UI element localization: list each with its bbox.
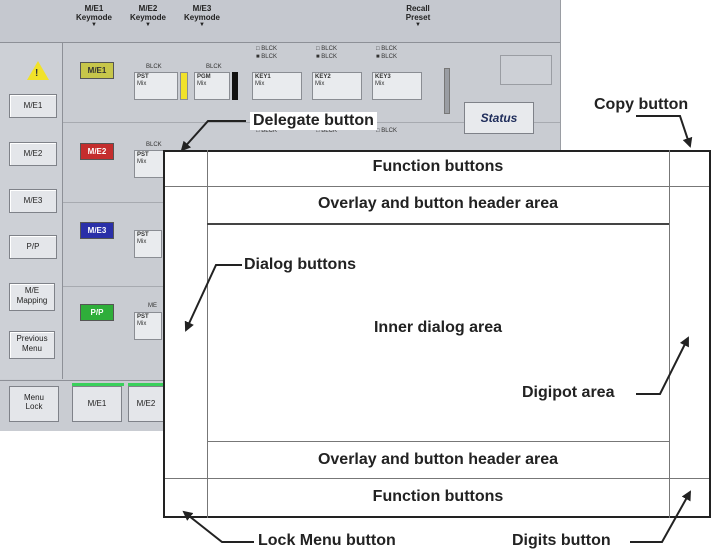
- active-indicator: [128, 383, 168, 386]
- me-label: ME: [148, 303, 157, 309]
- key-option[interactable]: □ BLCK: [316, 128, 337, 134]
- key1-option[interactable]: ■ BLCK: [256, 54, 277, 60]
- overlay-header-top-label: Overlay and button header area: [317, 195, 559, 212]
- me1-keymode-button[interactable]: M/E1 Keymode ▼: [68, 4, 120, 28]
- header-divider: [207, 223, 669, 225]
- right-column-divider: [669, 150, 670, 518]
- delegate-button-arrow: [180, 120, 246, 152]
- me2-badge[interactable]: M/E2: [80, 143, 114, 160]
- copy-button-callout: Copy button: [594, 96, 689, 113]
- tbar-indicator: [232, 72, 238, 100]
- digits-button-callout: Digits button: [512, 532, 611, 549]
- digipot-area-arrow: [636, 336, 689, 395]
- blck-label: BLCK: [146, 142, 162, 148]
- active-indicator: [72, 383, 124, 386]
- lock-menu-button-arrow: [182, 510, 254, 543]
- previous-menu-button[interactable]: Previous Menu: [9, 331, 55, 359]
- function-bar-divider: [165, 478, 709, 479]
- down-arrow-icon: ▼: [91, 22, 97, 28]
- me3-keymode-button[interactable]: M/E3 Keymode ▼: [176, 4, 228, 28]
- overlay-header-bottom-label: Overlay and button header area: [317, 451, 559, 468]
- copy-button-arrow: [636, 115, 693, 148]
- key-option[interactable]: □ BLCK: [256, 128, 277, 134]
- top-button-bar: [0, 0, 560, 43]
- side-button-me3[interactable]: M/E3: [9, 189, 57, 213]
- left-column-divider: [207, 150, 208, 518]
- side-button-pp[interactable]: P/P: [9, 235, 57, 259]
- key1-option[interactable]: □ BLCK: [256, 46, 277, 52]
- blck-label: BLCK: [146, 64, 162, 70]
- down-arrow-icon: ▼: [415, 22, 421, 28]
- header-divider: [207, 441, 669, 442]
- key2-option[interactable]: ■ BLCK: [316, 54, 337, 60]
- me1-badge[interactable]: M/E1: [80, 62, 114, 79]
- me2-keymode-button[interactable]: M/E2 Keymode ▼: [122, 4, 174, 28]
- key3-option[interactable]: □ BLCK: [376, 46, 397, 52]
- warning-icon[interactable]: [27, 61, 49, 80]
- me1-tab[interactable]: M/E1: [72, 386, 122, 422]
- digipot-area-callout: Digipot area: [522, 384, 615, 401]
- dialog-buttons-arrow: [184, 264, 242, 332]
- side-button-me2[interactable]: M/E2: [9, 142, 57, 166]
- function-buttons-bottom-label: Function buttons: [372, 488, 504, 505]
- digits-button-arrow: [630, 490, 691, 543]
- recall-preset-button[interactable]: Recall Preset ▼: [392, 4, 444, 28]
- down-arrow-icon: ▼: [199, 22, 205, 28]
- key3-option[interactable]: ■ BLCK: [376, 54, 397, 60]
- function-buttons-top-label: Function buttons: [372, 158, 504, 175]
- me-mapping-button[interactable]: M/E Mapping: [9, 283, 55, 311]
- key2-option[interactable]: □ BLCK: [316, 46, 337, 52]
- dialog-buttons-callout: Dialog buttons: [244, 256, 356, 273]
- delegate-button-callout: Delegate button: [250, 112, 377, 130]
- pp-badge[interactable]: P/P: [80, 304, 114, 321]
- menu-layout-frame: [163, 150, 711, 518]
- lock-menu-button-callout: Lock Menu button: [258, 532, 396, 549]
- inner-dialog-area-label: Inner dialog area: [373, 319, 503, 336]
- function-bar-divider: [165, 186, 709, 187]
- menu-lock-tab[interactable]: Menu Lock: [9, 386, 59, 422]
- blck-label: BLCK: [206, 64, 222, 70]
- transition-indicator[interactable]: [180, 72, 188, 100]
- key-option[interactable]: □ BLCK: [376, 128, 397, 134]
- side-button-me1[interactable]: M/E1: [9, 94, 57, 118]
- fader[interactable]: [444, 68, 450, 114]
- down-arrow-icon: ▼: [145, 22, 151, 28]
- me3-badge[interactable]: M/E3: [80, 222, 114, 239]
- empty-slot: [500, 55, 552, 85]
- status-button[interactable]: Status: [464, 102, 534, 134]
